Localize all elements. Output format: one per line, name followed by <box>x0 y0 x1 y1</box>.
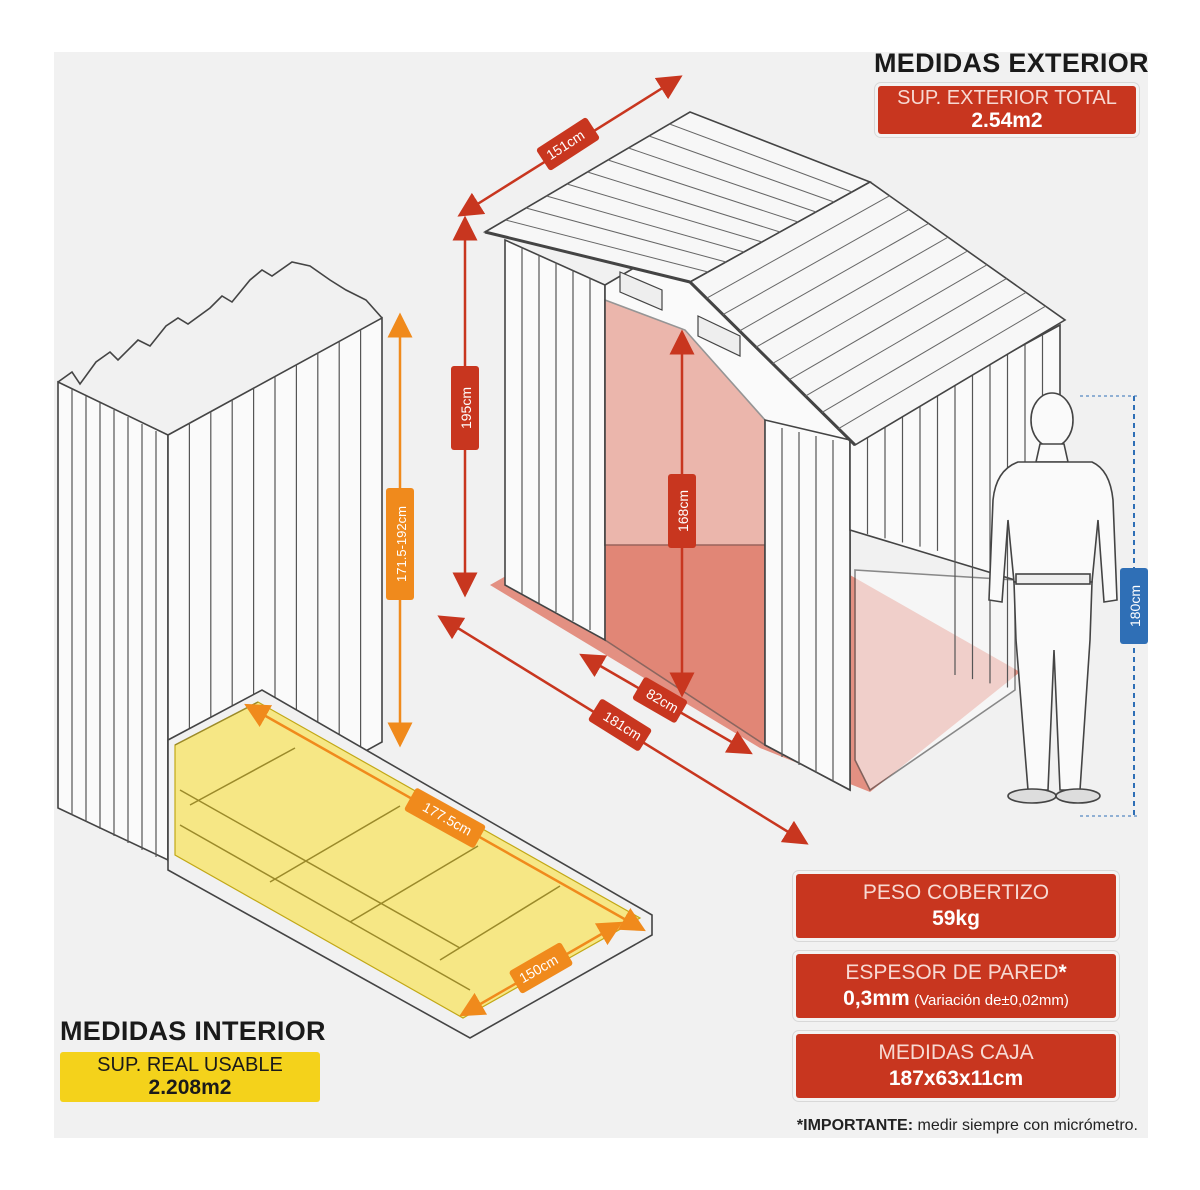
total-height-dimension: 195cm <box>451 215 479 598</box>
spec-thickness-title-wrap: ESPESOR DE PARED* <box>796 960 1116 986</box>
spec-weight-value: 59kg <box>932 907 980 930</box>
spec-thickness-note: (Variación de±0,02mm) <box>914 992 1069 1009</box>
interior-height-label: 171.5-192cm <box>394 506 409 582</box>
interior-heading: MEDIDAS INTERIOR <box>60 1016 326 1046</box>
interior-area-value: 2.208m2 <box>148 1076 232 1099</box>
spec-weight-box: PESO COBERTIZO 59kg <box>796 874 1116 938</box>
interior-height-dimension: 171.5-192cm <box>386 312 414 748</box>
exterior-area-label: SUP. EXTERIOR TOTAL <box>897 87 1117 109</box>
door-height-label: 168cm <box>675 490 691 532</box>
footnote-text: medir siempre con micrómetro. <box>913 1117 1138 1134</box>
spec-thickness-mark: * <box>1058 961 1067 984</box>
footnote-bold: *IMPORTANTE: <box>796 1117 914 1134</box>
spec-thickness-box: ESPESOR DE PARED* 0,3mm (Variación de±0,… <box>796 954 1116 1018</box>
person-height-dimension: 180cm <box>1080 395 1148 817</box>
roof-vents <box>619 271 741 357</box>
spec-thickness-title: ESPESOR DE PARED <box>845 961 1059 984</box>
exterior-heading: MEDIDAS EXTERIOR <box>874 48 1149 78</box>
person-figure <box>988 392 1118 804</box>
interior-area-badge: SUP. REAL USABLE 2.208m2 <box>60 1052 320 1102</box>
spec-box-size-box: MEDIDAS CAJA 187x63x11cm <box>796 1034 1116 1098</box>
exterior-area-value: 2.54m2 <box>971 109 1043 132</box>
interior-wall-ribs <box>71 329 362 857</box>
person-height-label: 180cm <box>1127 585 1143 627</box>
footnote: *IMPORTANTE: medir siempre con micrómetr… <box>797 1117 1138 1135</box>
interior-area-label: SUP. REAL USABLE <box>97 1054 283 1076</box>
spec-box-size-title: MEDIDAS CAJA <box>878 1041 1034 1064</box>
spec-weight-title: PESO COBERTIZO <box>862 881 1050 904</box>
spec-thickness-value: 0,3mm <box>843 987 910 1010</box>
total-height-label: 195cm <box>458 387 474 429</box>
interior-floor <box>167 689 653 1039</box>
exterior-area-badge: SUP. EXTERIOR TOTAL 2.54m2 <box>878 86 1136 134</box>
spec-box-size-value: 187x63x11cm <box>888 1067 1024 1090</box>
